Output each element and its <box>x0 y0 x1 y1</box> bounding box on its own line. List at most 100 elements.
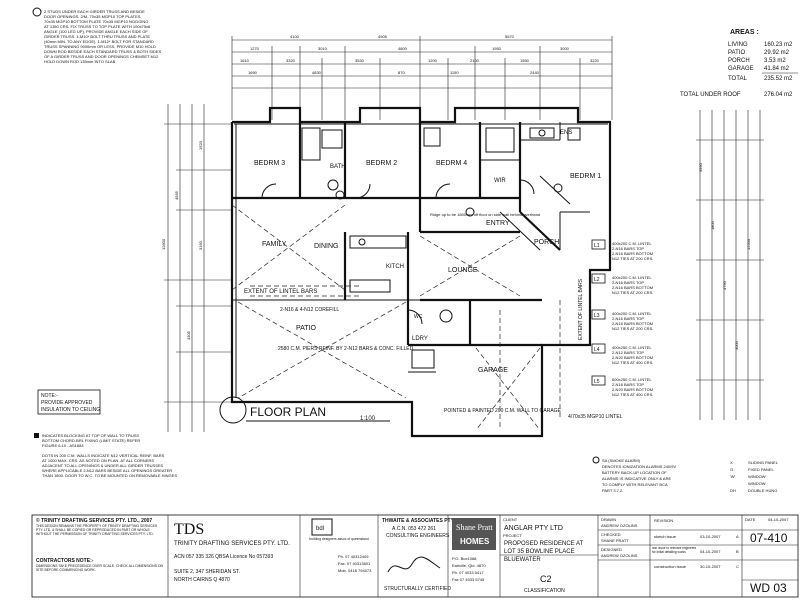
builder-po: P.O. Box1068, <box>452 556 478 561</box>
corefill-label: 2-N16 & 4-N12 COREFILL <box>280 307 339 313</box>
floor-plan-title: FLOOR PLAN <box>250 405 326 419</box>
builder-phone: Ph. 07 4033 5417 <box>452 570 484 575</box>
tds-logo: TDS <box>174 521 204 538</box>
lintel-tag: L1 <box>594 243 600 249</box>
checked-label: CHECKED <box>601 532 621 537</box>
room-label-laundry: LDRY <box>412 336 428 342</box>
legend-label: FIXED PANEL <box>748 467 774 472</box>
room-label-entry: ENTRY <box>486 220 510 227</box>
svg-text:1520: 1520 <box>198 140 203 150</box>
drawn-value: ANDREW OZOLINS <box>601 523 638 528</box>
project-label: PROJECT <box>503 533 522 538</box>
door-swings <box>261 179 535 325</box>
smoke-alarm-icon <box>553 183 563 193</box>
engineer-sub: CONSULTING ENGINEERS <box>386 533 450 539</box>
blocking-marker-icon <box>34 433 39 438</box>
extent-right-label: EXTENT OF LINTEL BARS <box>578 278 584 340</box>
note-box-line: INSULATION TO CEILING <box>41 407 100 413</box>
revision-date: 03-10-2007 <box>700 534 721 539</box>
note-marker-icon <box>32 7 42 17</box>
title-bubble-icon <box>219 396 247 424</box>
revision-letter: C <box>736 564 739 569</box>
smoke-note-line: SA (SMOKE ALARM) <box>602 458 641 463</box>
project-line-3: BLUEWATER <box>504 557 541 563</box>
ridge-note: Ridge up to be 1800mm off floor on side … <box>430 212 540 217</box>
smoke-note-line: TO COMPLY WITH RELEVANT BCA <box>602 482 668 487</box>
classification-label: CLASSIFICATION <box>524 588 565 594</box>
under-roof-value: 276.04 m2 <box>764 92 793 98</box>
svg-text:4830: 4830 <box>312 70 322 75</box>
note-box-line: NOTE:- <box>41 393 58 399</box>
room-label-wir: WIR <box>494 178 506 184</box>
left-note-line: AT 1000 MAX. CRS. AS NOTED ON PLAN, AT A… <box>42 458 154 463</box>
tds-acn: ACN 057 335 326 QBSA Licence No 057393 <box>174 554 273 560</box>
wc-icon <box>423 127 441 147</box>
contractor-title: CONTRACTORS NOTE:- <box>36 558 94 564</box>
client-name: ANGLAR PTY LTD <box>504 525 563 532</box>
engineer-cert: STRUCTURALLY CERTIFIED <box>384 586 451 592</box>
lintel-schedule: L1 400x200 C.M. LINTEL 2-N16 BARS TOP 2-… <box>591 239 653 397</box>
project-line-1: PROPOSED RESIDENCE AT <box>504 541 584 547</box>
note-line: 2 STUDS UNDER EACH GIRDER TRUSS AND BESI… <box>44 9 145 14</box>
revision-text: first issue to relevant engineers for in… <box>652 547 697 554</box>
lintel-tag: L3 <box>594 313 600 319</box>
ensuite-vanity-icon <box>529 127 555 139</box>
svg-text:1950: 1950 <box>492 46 502 51</box>
svg-text:1610: 1610 <box>240 58 250 63</box>
svg-text:2440: 2440 <box>530 70 540 75</box>
legend-label: WINDOW <box>748 474 766 479</box>
left-note-line: ADJACENT TO ALL OPENINGS & UNDER ALL GIR… <box>42 463 164 468</box>
wardrobe-icon <box>485 127 515 153</box>
builder-logo-bottom: HOMES <box>460 537 490 546</box>
room-label-bedroom-4: BEDRM 4 <box>436 160 467 167</box>
laundry-tub-icon <box>411 349 435 369</box>
sheet-number: WD 03 <box>750 581 787 595</box>
room-label-patio: PATIO <box>296 325 317 332</box>
area-value: 235.52 m2 <box>764 76 793 82</box>
contractor-text: DIMENSIONS TAKE PRECEDENCE OVER SCALE. C… <box>36 564 163 572</box>
left-note-line: DOTS IN 200 C.M. WALLS INDICATE N12 VERT… <box>42 453 165 458</box>
title-block: © TRINITY DRAFTING SERVICES PTY. LTD., 2… <box>31 514 799 598</box>
smoke-note-line: PART 3.7.2. <box>602 488 623 493</box>
lintel-line: 2-N20 BARS BOTTOM <box>612 387 653 392</box>
room-label-ens: ENS <box>560 130 572 136</box>
lintel-line: 400x200 C.M. LINTEL <box>612 311 652 316</box>
floor-plan-title-block: FLOOR PLAN 1:100 <box>219 396 390 424</box>
room-label-family: FAMILY <box>262 241 287 248</box>
svg-text:4790: 4790 <box>722 280 727 290</box>
classification-value: C2 <box>540 574 552 584</box>
tds-address-2: NORTH CAIRNS Q 4870 <box>174 577 230 583</box>
legend-key: 'W' <box>730 474 736 479</box>
builder-logo-icon <box>452 518 496 550</box>
revision-letter: B <box>736 549 739 554</box>
room-label-bedroom-3: BEDRM 3 <box>254 160 285 167</box>
date-value: 04-10-2007 <box>768 517 789 522</box>
smoke-alarm-icon <box>465 207 475 217</box>
under-roof-label: TOTAL UNDER ROOF <box>680 92 741 98</box>
lintel-line: 600x250 C.M. LINTEL <box>612 377 652 382</box>
legend-label: SLIDING PANEL <box>748 460 779 465</box>
engineer-name: THWAITE & ASSOCIATES PTY. LTD. <box>382 518 468 524</box>
lintel-line: 2-N16 BARS BOTTOM <box>612 251 653 256</box>
lintel-line: 400x200 C.M. LINTEL <box>612 241 652 246</box>
room-label-wc: WC <box>414 314 423 320</box>
svg-text:1690: 1690 <box>248 70 258 75</box>
extent-lintel-label: EXTENT OF LINTEL BARS <box>244 289 317 295</box>
lintel-line: 2-N16 BARS BOTTOM <box>612 321 653 326</box>
lintel-line: 2-N16 BARS TOP <box>612 382 644 387</box>
dimension-strings-left: 12800 4565 4305 1520 3160 <box>161 104 232 432</box>
room-label-porch: PORCH <box>534 239 559 246</box>
smoke-note-line: BATTERY BACK-UP LOCATION OF <box>602 470 667 475</box>
bath-tub-icon <box>301 127 321 161</box>
svg-text:3320: 3320 <box>286 58 296 63</box>
svg-text:3220: 3220 <box>590 58 600 63</box>
smoke-alarm-notes: SA (SMOKE ALARM) DENOTES IONIZATION ALAR… <box>592 456 677 493</box>
svg-text:1150: 1150 <box>450 70 459 75</box>
lintel-line: 2-N16 BARS TOP <box>612 280 644 285</box>
drawn-label: DRAWN <box>601 517 616 522</box>
designed-label: DESIGNED <box>601 547 622 552</box>
smoke-note-line: DENOTES IONIZATION ALARMS 240/9V <box>602 464 677 469</box>
svg-text:1270: 1270 <box>250 46 260 51</box>
note-line: DOWN ROD BESIDE EACH STANDARD TRUSS & BO… <box>44 49 162 54</box>
patio-piers-label: 2580 C.M. PIERS REINF. BY 2-N12 BARS & C… <box>278 346 414 352</box>
